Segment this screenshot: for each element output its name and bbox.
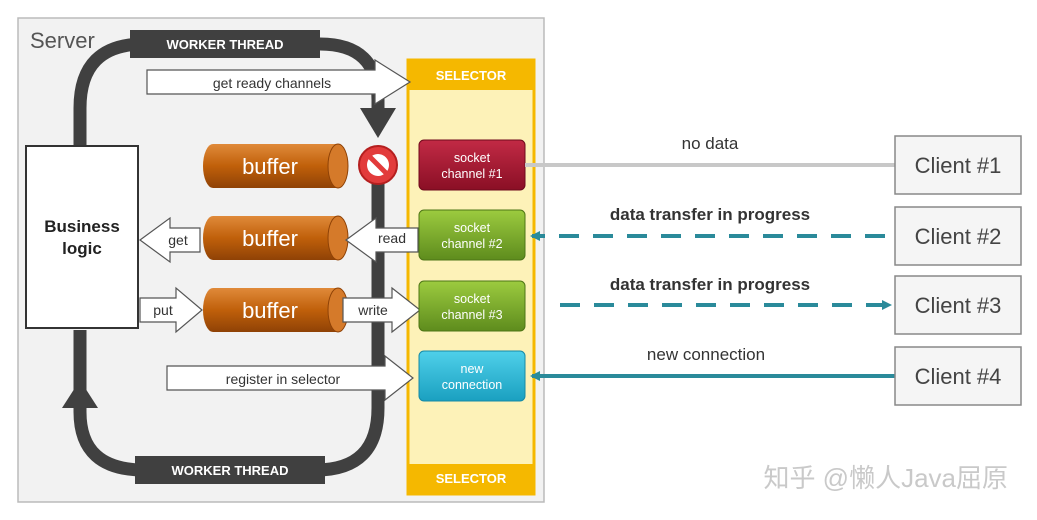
no-entry-icon — [358, 145, 398, 185]
get-ready-channels-arrow — [146, 58, 412, 106]
business-logic-line2: logic — [62, 239, 102, 258]
buffer-2: buffer — [203, 215, 349, 261]
client-1-box: Client #1 — [894, 135, 1022, 195]
register-in-selector-arrow — [166, 354, 414, 402]
new-connection-channel: new connection — [418, 350, 526, 402]
buffer-3: buffer — [203, 287, 349, 333]
client-3-transfer-label: data transfer in progress — [610, 275, 810, 294]
client-4-label: Client #4 — [915, 364, 1002, 389]
worker-loop-arrowhead-down — [360, 108, 396, 138]
business-logic-box — [25, 145, 139, 329]
socket-channel-3-line2: channel #3 — [441, 308, 502, 322]
write-arrow — [342, 286, 421, 334]
write-label: write — [357, 302, 388, 318]
get-arrow — [138, 216, 201, 264]
socket-channel-3-line1: socket — [454, 292, 491, 306]
client-1-label: Client #1 — [915, 153, 1002, 178]
selector-top-band — [408, 60, 534, 90]
put-arrow — [139, 286, 203, 334]
read-arrow — [344, 216, 419, 264]
get-label: get — [168, 232, 188, 248]
no-data-label: no data — [682, 134, 739, 153]
socket-channel-3: socket channel #3 — [418, 280, 526, 332]
client-2-transfer-label: data transfer in progress — [610, 205, 810, 224]
selector-bottom-label: SELECTOR — [436, 471, 507, 486]
watermark: 知乎 @懒人Java屈原 — [763, 463, 1008, 493]
socket-channel-2-line1: socket — [454, 221, 491, 235]
client-2-box: Client #2 — [894, 206, 1022, 266]
read-label: read — [378, 230, 406, 246]
new-connection-line2: connection — [442, 378, 503, 392]
worker-thread-top-label: WORKER THREAD — [167, 37, 284, 52]
put-label: put — [153, 302, 173, 318]
register-in-selector-label: register in selector — [226, 371, 341, 387]
worker-thread-bottom-badge — [135, 456, 325, 484]
business-logic-line1: Business — [44, 217, 120, 236]
buffer-1: buffer — [203, 143, 349, 189]
worker-thread-top-badge — [130, 30, 320, 58]
socket-channel-2: socket channel #2 — [418, 209, 526, 261]
buffer-3-label: buffer — [242, 298, 298, 323]
get-ready-channels-label: get ready channels — [213, 75, 331, 91]
selector-column — [406, 58, 536, 496]
selector-bottom-band — [408, 464, 534, 494]
socket-channel-1-line1: socket — [454, 151, 491, 165]
buffer-2-label: buffer — [242, 226, 298, 251]
socket-channel-1-line2: channel #1 — [441, 167, 502, 181]
socket-channel-1: socket channel #1 — [418, 139, 526, 191]
new-connection-label: new connection — [647, 345, 765, 364]
buffer-1-label: buffer — [242, 154, 298, 179]
selector-top-label: SELECTOR — [436, 68, 507, 83]
server-title: Server — [30, 28, 95, 53]
client-3-label: Client #3 — [915, 293, 1002, 318]
new-connection-line1: new — [461, 362, 485, 376]
worker-loop-arrowhead-up — [62, 380, 98, 408]
worker-thread-bottom-label: WORKER THREAD — [172, 463, 289, 478]
client-3-box: Client #3 — [894, 275, 1022, 335]
socket-channel-2-line2: channel #2 — [441, 237, 502, 251]
client-2-label: Client #2 — [915, 224, 1002, 249]
client-4-box: Client #4 — [894, 346, 1022, 406]
